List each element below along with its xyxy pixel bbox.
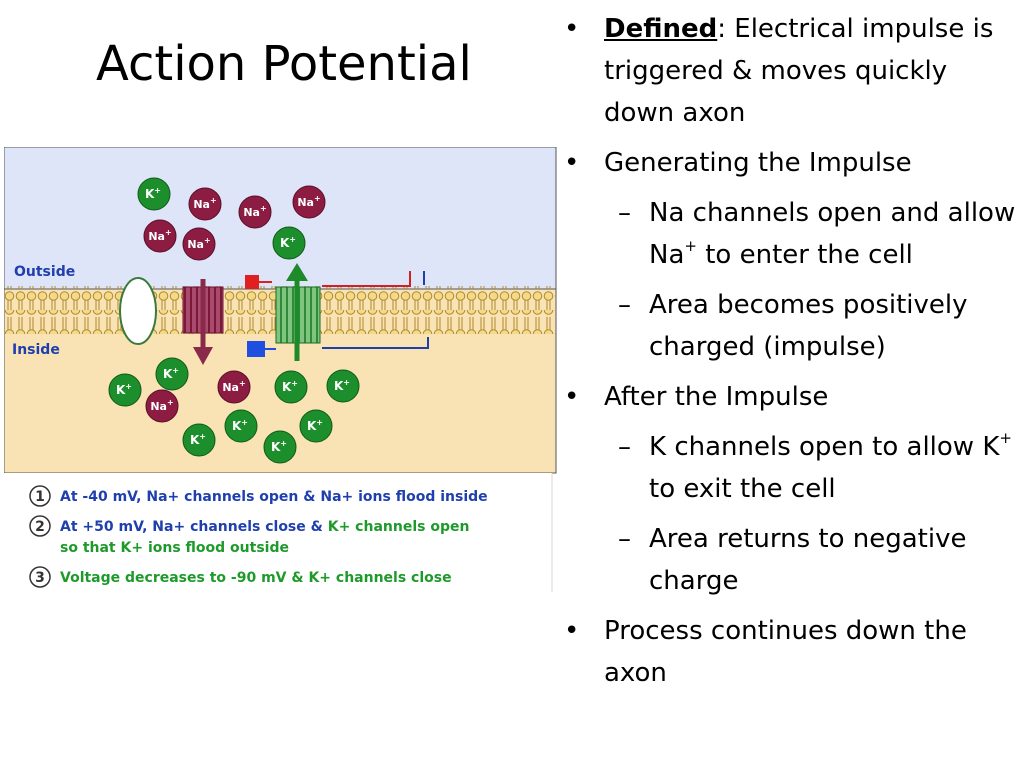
svg-text:K+: K+ bbox=[232, 418, 248, 433]
svg-text:K+: K+ bbox=[282, 379, 298, 394]
svg-text:At -40 mV, Na+ channels open &: At -40 mV, Na+ channels open & Na+ ions … bbox=[60, 489, 488, 505]
k-ion: K+ bbox=[137, 177, 171, 211]
bullet-generating: Generating the Impulse bbox=[560, 142, 1020, 184]
membrane-pump-oval bbox=[119, 277, 157, 345]
sub-text: Area returns to negative charge bbox=[649, 524, 967, 596]
na-gate-marker bbox=[245, 271, 425, 289]
na-ion: Na+ bbox=[145, 389, 179, 423]
outside-region bbox=[4, 147, 557, 290]
bullet-continues: Process continues down the axon bbox=[560, 610, 1020, 694]
sub-text: to exit the cell bbox=[649, 474, 836, 504]
caption-step-3: 3 Voltage decreases to -90 mV & K+ chann… bbox=[29, 566, 452, 588]
caption-step-1: 1 At -40 mV, Na+ channels open & Na+ ion… bbox=[29, 485, 488, 507]
k-ion: K+ bbox=[155, 357, 189, 391]
na-ion: Na+ bbox=[188, 187, 222, 221]
svg-text:Na+: Na+ bbox=[243, 204, 266, 219]
k-ion: K+ bbox=[299, 409, 333, 443]
dash-marker: – bbox=[618, 524, 631, 554]
superscript-plus: + bbox=[684, 237, 697, 256]
bullet-defined: Defined: Electrical impulse is triggered… bbox=[560, 8, 1020, 134]
defined-text: : Electrical impulse is triggered & move… bbox=[604, 14, 994, 128]
svg-text:K+: K+ bbox=[280, 235, 296, 250]
sub-text: Na channels open and allow Na bbox=[649, 198, 1016, 270]
dash-marker: – bbox=[618, 198, 631, 228]
svg-text:K+: K+ bbox=[307, 418, 323, 433]
bullet-after: After the Impulse bbox=[560, 376, 1020, 418]
svg-text:Na+: Na+ bbox=[222, 379, 245, 394]
svg-text:2: 2 bbox=[35, 519, 45, 535]
bullet-list: Defined: Electrical impulse is triggered… bbox=[560, 8, 1020, 702]
sub-text: K channels open to allow K bbox=[649, 432, 1000, 462]
caption-panel bbox=[4, 473, 552, 592]
svg-text:K+: K+ bbox=[145, 186, 161, 201]
k-ion: K+ bbox=[263, 430, 297, 464]
outside-label: Outside bbox=[14, 264, 75, 280]
svg-text:Na+: Na+ bbox=[193, 196, 216, 211]
action-potential-diagram: Outside Inside Na+ Na+ Na+ Na+ Na+ Na+ N… bbox=[4, 147, 557, 592]
k-ion: K+ bbox=[108, 373, 142, 407]
svg-text:Voltage decreases to -90 mV &: Voltage decreases to -90 mV & K+ channel… bbox=[60, 570, 452, 586]
na-ion: Na+ bbox=[182, 227, 216, 261]
k-ion: K+ bbox=[326, 369, 360, 403]
sub-text: Area becomes positively charged (impulse… bbox=[649, 290, 968, 362]
svg-text:K+: K+ bbox=[271, 439, 287, 454]
k-ion: K+ bbox=[274, 370, 308, 404]
caption-step-2: 2 At +50 mV, Na+ channels close & K+ cha… bbox=[29, 515, 469, 556]
sub-bullet-na-channels: –Na channels open and allow Na+ to enter… bbox=[560, 192, 1020, 276]
svg-text:so that K+ ions flood outside: so that K+ ions flood outside bbox=[60, 540, 289, 556]
slide-title: Action Potential bbox=[96, 36, 472, 92]
sub-bullet-positive: –Area becomes positively charged (impuls… bbox=[560, 284, 1020, 368]
svg-text:Na+: Na+ bbox=[297, 194, 320, 209]
svg-text:K+: K+ bbox=[163, 366, 179, 381]
dash-marker: – bbox=[618, 432, 631, 462]
na-ion: Na+ bbox=[292, 185, 326, 219]
k-channel bbox=[275, 263, 321, 361]
superscript-plus: + bbox=[999, 429, 1012, 448]
na-channel bbox=[182, 279, 224, 365]
inside-label: Inside bbox=[12, 342, 60, 358]
svg-text:K+: K+ bbox=[190, 432, 206, 447]
na-ion: Na+ bbox=[238, 195, 272, 229]
na-ion: Na+ bbox=[143, 219, 177, 253]
dash-marker: – bbox=[618, 290, 631, 320]
svg-text:Na+: Na+ bbox=[187, 236, 210, 251]
defined-term: Defined bbox=[604, 14, 718, 44]
svg-text:Na+: Na+ bbox=[148, 228, 171, 243]
k-ion: K+ bbox=[182, 423, 216, 457]
na-ion: Na+ bbox=[217, 370, 251, 404]
sub-text: to enter the cell bbox=[696, 240, 913, 270]
k-ion: K+ bbox=[272, 226, 306, 260]
sub-bullet-k-channels: –K channels open to allow K+ to exit the… bbox=[560, 426, 1020, 510]
svg-text:K+: K+ bbox=[334, 378, 350, 393]
svg-text:At +50 mV, Na+ channels close: At +50 mV, Na+ channels close & K+ chann… bbox=[60, 519, 469, 535]
sub-bullet-negative: –Area returns to negative charge bbox=[560, 518, 1020, 602]
k-gate-marker bbox=[247, 337, 429, 357]
svg-text:Na+: Na+ bbox=[150, 398, 173, 413]
svg-text:3: 3 bbox=[35, 570, 45, 586]
k-ion: K+ bbox=[224, 409, 258, 443]
svg-text:K+: K+ bbox=[116, 382, 132, 397]
svg-text:1: 1 bbox=[35, 489, 45, 505]
